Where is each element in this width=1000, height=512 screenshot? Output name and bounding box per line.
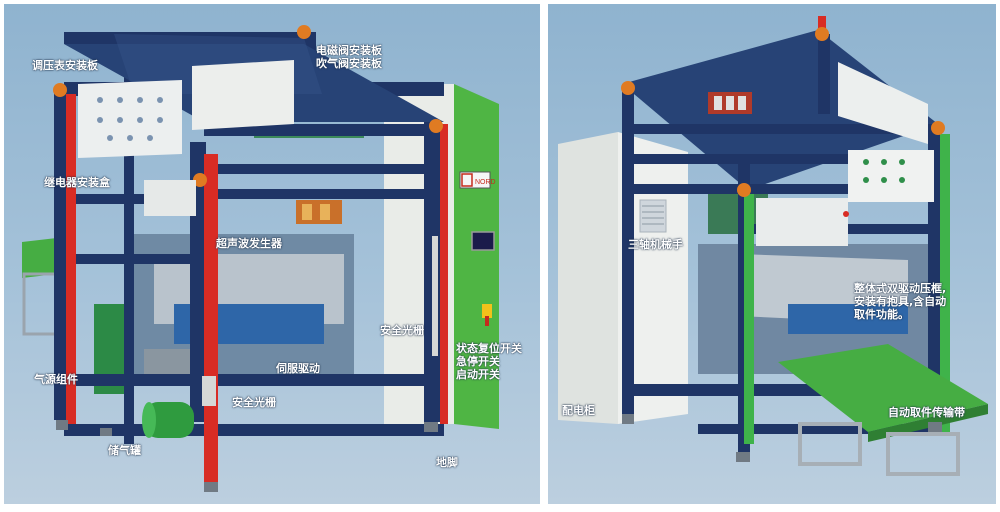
light-curtain-bar	[432, 236, 438, 356]
right-machine-illustration	[558, 16, 988, 476]
label-conveyor: 自动取件传输带	[888, 406, 965, 419]
top-red-accent	[818, 16, 826, 34]
right-machine-view: 配电柜 三轴机械手 整体式双驱动压框, 安装有抱具,含自动 取件功能。 自动取件…	[548, 4, 996, 504]
frame-feet-right	[622, 414, 942, 462]
corner-caps-right	[621, 27, 945, 197]
corner-caps	[53, 25, 443, 187]
light-curtain-sensor	[202, 376, 216, 406]
plate-lower	[756, 198, 848, 246]
hmi-screen	[471, 231, 495, 251]
mounting-plates	[78, 60, 294, 216]
electrical-cabinet	[558, 132, 688, 424]
button-panel	[843, 150, 934, 217]
relay-box	[144, 180, 196, 216]
label-ultrasonic-generator: 超声波发生器	[216, 237, 282, 250]
brand-logo	[459, 171, 491, 189]
brand-text: NORD	[475, 179, 496, 186]
label-servo-drive: 伺服驱动	[276, 362, 320, 375]
label-air-source: 气源组件	[34, 373, 78, 386]
inner-mechanism-right	[698, 194, 928, 374]
ultrasonic-generator-unit	[296, 200, 342, 224]
label-valve-plates: 电磁阀安装板 吹气阀安装板	[316, 44, 382, 70]
air-tank-shape	[142, 402, 194, 438]
left-machine-view: NORD	[4, 4, 540, 504]
label-safety-grating-bottom: 安全光栅	[232, 396, 276, 409]
label-press-frame: 整体式双驱动压框, 安装有抱具,含自动 取件功能。	[854, 282, 947, 321]
label-three-axis-robot: 三轴机械手	[628, 238, 683, 251]
label-pressure-gauge-plate: 调压表安装板	[32, 59, 98, 72]
left-machine-illustration: NORD	[22, 25, 499, 492]
label-air-tank: 储气罐	[108, 444, 141, 457]
green-columns	[744, 134, 950, 444]
label-cabinet: 配电柜	[562, 404, 595, 417]
label-switches: 状态复位开关 急停开关 启动开关	[456, 342, 522, 381]
label-foot: 地脚	[436, 456, 458, 469]
label-safety-grating-right: 安全光栅	[380, 324, 424, 337]
valve-plate	[192, 60, 294, 130]
frame-feet	[56, 420, 438, 492]
pressure-gauge-plate	[78, 80, 182, 158]
plate-upper	[838, 62, 928, 144]
label-relay-box: 继电器安装盒	[44, 176, 110, 189]
valve-block	[708, 92, 752, 114]
main-switch	[482, 304, 492, 318]
